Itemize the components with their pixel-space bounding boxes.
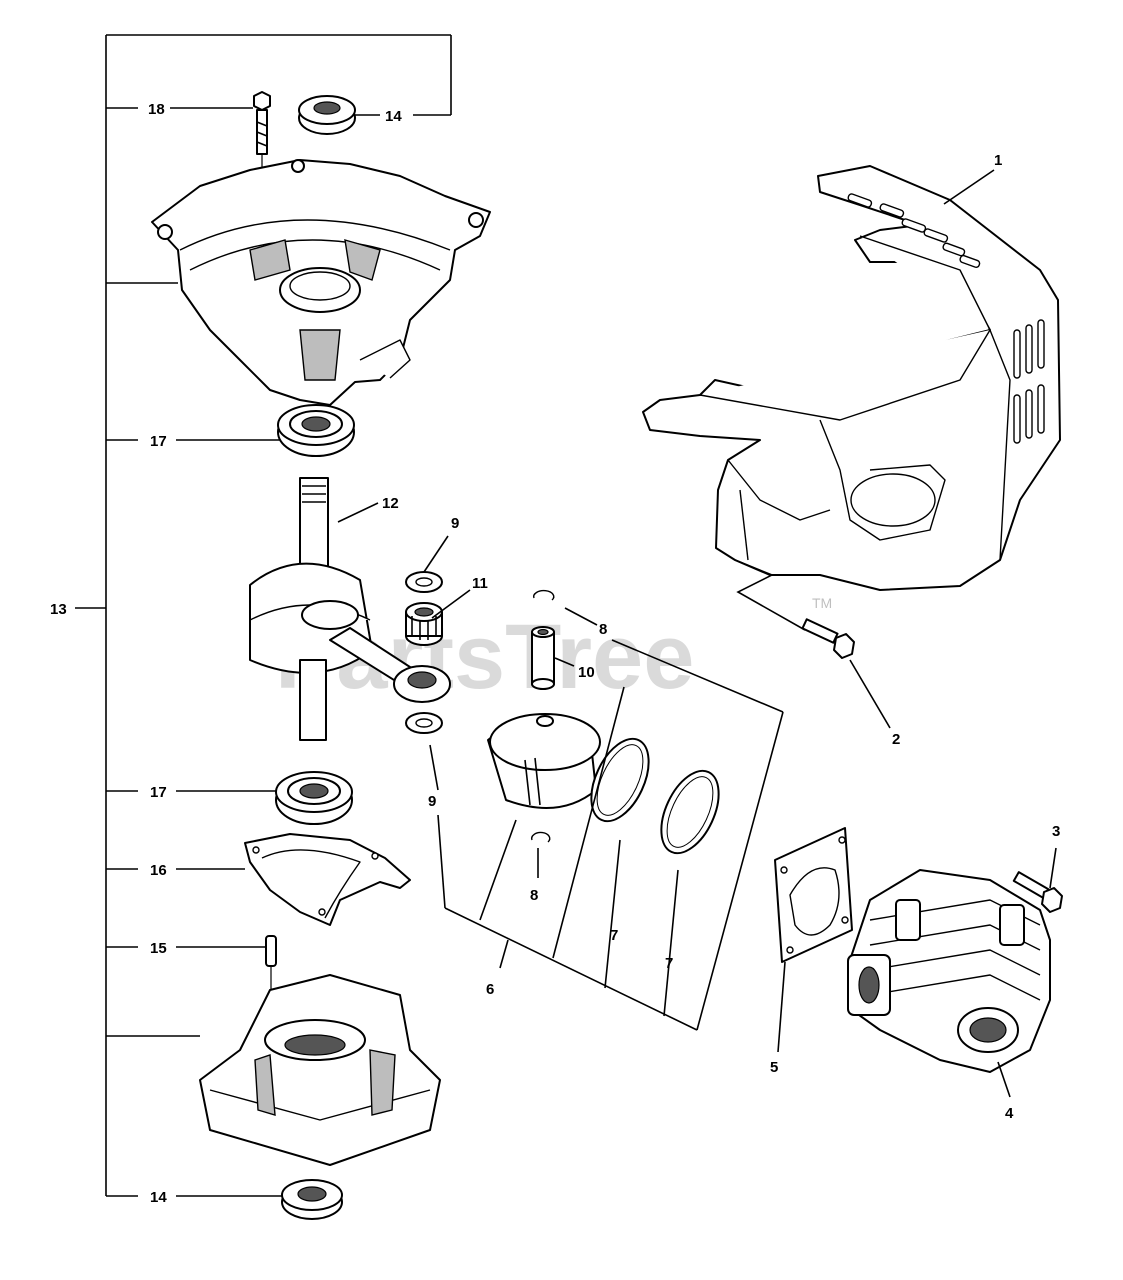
crankcase-gasket-16	[244, 833, 411, 926]
callout-2: 2	[892, 731, 900, 748]
callout-6: 6	[486, 981, 494, 998]
crankcase-lower	[199, 974, 441, 1166]
callout-8-upper: 8	[599, 621, 607, 638]
crankcase-upper	[151, 159, 491, 406]
callout-17-upper: 17	[150, 433, 167, 450]
needle-bearing-11	[405, 602, 443, 646]
piston-pin-clip-8-upper	[533, 589, 555, 601]
callout-11: 11	[472, 575, 488, 592]
cylinder-4	[847, 869, 1051, 1098]
callout-18: 18	[148, 101, 165, 118]
callout-5: 5	[770, 1059, 778, 1076]
piston-ring-7-b	[660, 769, 720, 855]
callout-1: 1	[994, 152, 1002, 169]
watermark-tm: TM	[812, 595, 832, 611]
piston-6	[487, 713, 601, 809]
callout-10: 10	[578, 664, 595, 681]
piston-group-bracket	[429, 607, 784, 1031]
oil-seal-14-top	[298, 95, 356, 135]
ball-bearing-17-upper	[277, 404, 355, 457]
piston-pin-clip-8-lower	[531, 831, 551, 843]
ball-bearing-17-lower	[275, 771, 353, 825]
callout-14-bottom: 14	[150, 1189, 167, 1206]
callout-9-upper: 9	[451, 515, 459, 532]
bracket-13	[75, 34, 452, 1197]
callout-7-a: 7	[610, 927, 618, 944]
callout-16: 16	[150, 862, 167, 879]
thrust-washer-9-upper	[405, 571, 443, 593]
callout-8-lower: 8	[530, 887, 538, 904]
callout-3: 3	[1052, 823, 1060, 840]
callout-7-b: 7	[665, 955, 673, 972]
callout-12: 12	[382, 495, 399, 512]
callout-15: 15	[150, 940, 167, 957]
leader-lines	[337, 502, 471, 619]
piston-pin-10	[531, 626, 555, 690]
oil-seal-14-bottom	[281, 1179, 343, 1220]
cylinder-bolt-3	[1012, 847, 1063, 913]
callout-17-lower: 17	[150, 784, 167, 801]
callout-4: 4	[1005, 1105, 1014, 1122]
thrust-washer-9-lower	[405, 712, 443, 734]
callout-13: 13	[50, 601, 67, 618]
crankshaft-12	[249, 477, 451, 741]
callout-14-top: 14	[385, 108, 402, 125]
engine-cover-1	[642, 165, 1061, 591]
callout-9-lower: 9	[428, 793, 436, 810]
cover-bolt-2	[734, 559, 891, 729]
cylinder-gasket-5	[774, 827, 853, 1053]
